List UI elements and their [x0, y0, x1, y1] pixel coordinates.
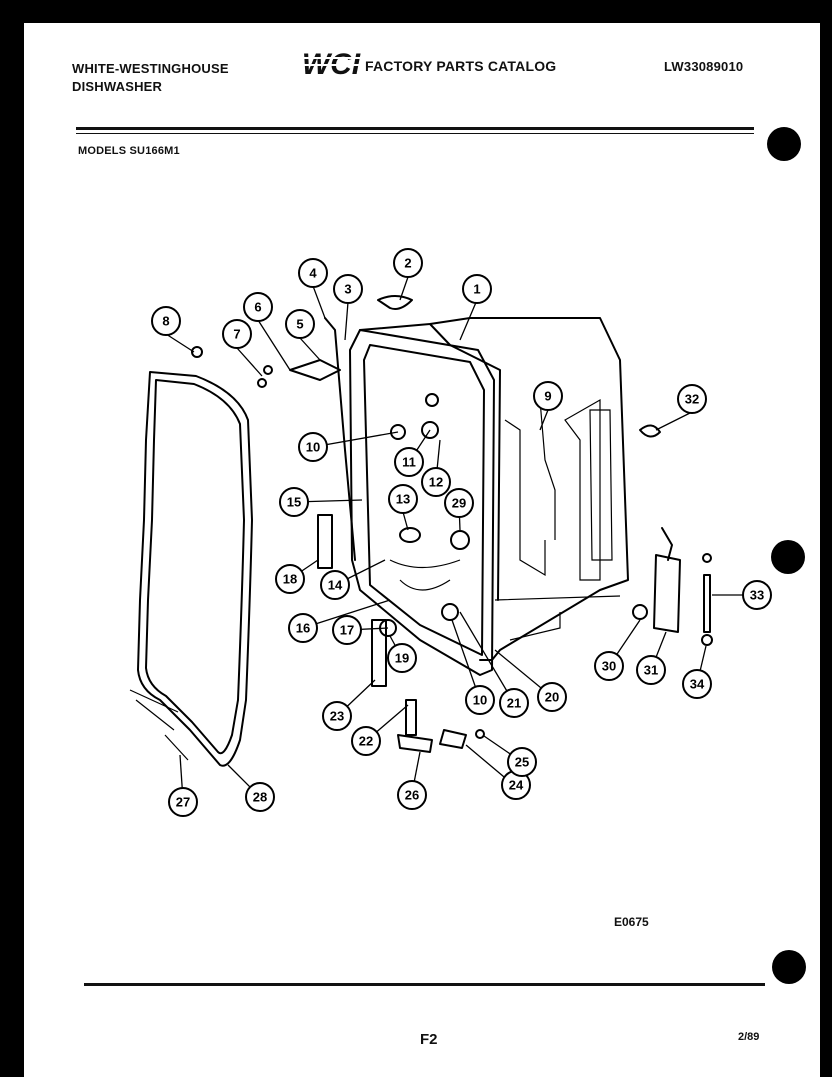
- callout-16: 16: [288, 613, 318, 643]
- brand-name: WHITE-WESTINGHOUSE: [72, 61, 229, 76]
- callout-7: 7: [222, 319, 252, 349]
- callout-1: 1: [462, 274, 492, 304]
- svg-text:5: 5: [296, 317, 303, 332]
- callout-28: 28: [245, 782, 275, 812]
- svg-text:17: 17: [340, 623, 354, 638]
- tub-assembly: [349, 317, 629, 676]
- callout-2: 2: [393, 248, 423, 278]
- svg-text:14: 14: [328, 578, 343, 593]
- svg-text:25: 25: [515, 755, 529, 770]
- svg-text:6: 6: [254, 300, 261, 315]
- svg-text:21: 21: [507, 696, 521, 711]
- svg-text:7: 7: [233, 327, 240, 342]
- svg-text:24: 24: [509, 778, 524, 793]
- callout-34: 34: [682, 669, 712, 699]
- svg-text:15: 15: [287, 495, 301, 510]
- svg-text:30: 30: [602, 659, 616, 674]
- svg-text:34: 34: [690, 677, 705, 692]
- svg-text:3: 3: [344, 282, 351, 297]
- callout-3: 3: [333, 274, 363, 304]
- svg-text:16: 16: [296, 621, 310, 636]
- callout-14: 14: [320, 570, 350, 600]
- callout-10: 10: [298, 432, 328, 462]
- callout-29: 29: [444, 488, 474, 518]
- callout-11: 11: [394, 447, 424, 477]
- part-number: LW33089010: [664, 59, 744, 74]
- callout-8: 8: [151, 306, 181, 336]
- svg-text:4: 4: [309, 266, 317, 281]
- wci-logo: WCI: [302, 48, 361, 80]
- svg-text:26: 26: [405, 788, 419, 803]
- svg-text:11: 11: [402, 455, 416, 470]
- callout-31: 31: [636, 655, 666, 685]
- catalog-title: FACTORY PARTS CATALOG: [365, 58, 557, 74]
- callout-22: 22: [351, 726, 381, 756]
- svg-text:33: 33: [750, 588, 764, 603]
- svg-text:2: 2: [404, 256, 411, 271]
- svg-text:27: 27: [176, 795, 190, 810]
- svg-text:10: 10: [473, 693, 487, 708]
- svg-text:19: 19: [395, 651, 409, 666]
- date-code: 2/89: [738, 1031, 760, 1043]
- svg-text:32: 32: [685, 392, 699, 407]
- callout-10-lower: 10: [465, 685, 495, 715]
- callout-17: 17: [332, 615, 362, 645]
- callout-20: 20: [537, 682, 567, 712]
- callout-27: 27: [168, 787, 198, 817]
- header-rule: [76, 127, 754, 130]
- svg-text:28: 28: [253, 790, 267, 805]
- callout-18: 18: [275, 564, 305, 594]
- product-type: DISHWASHER: [72, 79, 163, 94]
- svg-text:8: 8: [162, 314, 169, 329]
- svg-text:20: 20: [545, 690, 559, 705]
- svg-text:18: 18: [283, 572, 297, 587]
- svg-text:10: 10: [306, 440, 320, 455]
- callout-25: 25: [507, 747, 537, 777]
- callout-19: 19: [387, 643, 417, 673]
- callout-13: 13: [388, 484, 418, 514]
- callout-6: 6: [243, 292, 273, 322]
- svg-text:9: 9: [544, 389, 551, 404]
- binder-hole-top: [767, 127, 801, 161]
- binder-hole-bottom: [772, 950, 806, 984]
- svg-text:13: 13: [396, 492, 410, 507]
- callout-26: 26: [397, 780, 427, 810]
- svg-text:1: 1: [473, 282, 480, 297]
- svg-text:29: 29: [452, 496, 466, 511]
- callout-9: 9: [533, 381, 563, 411]
- svg-text:22: 22: [359, 734, 373, 749]
- callout-21: 21: [499, 688, 529, 718]
- callout-5: 5: [285, 309, 315, 339]
- footer-rule: [84, 983, 765, 986]
- callout-30: 30: [594, 651, 624, 681]
- door-gasket: [129, 346, 253, 767]
- callout-labels: 1 2 3 4 5 6 7 8 9 10 11 12 13 14 15 16 1…: [151, 248, 772, 817]
- small-parts: [257, 295, 713, 753]
- svg-text:12: 12: [429, 475, 443, 490]
- binder-hole-middle: [771, 540, 805, 574]
- header-rule-thin: [76, 133, 754, 134]
- callout-4: 4: [298, 258, 328, 288]
- callout-12: 12: [421, 467, 451, 497]
- callout-15: 15: [279, 487, 309, 517]
- page-code: F2: [420, 1031, 438, 1048]
- callout-33: 33: [742, 580, 772, 610]
- svg-text:23: 23: [330, 709, 344, 724]
- svg-text:31: 31: [644, 663, 658, 678]
- models-label: MODELS SU166M1: [78, 145, 180, 157]
- diagram-code: E0675: [614, 915, 649, 929]
- callout-23: 23: [322, 701, 352, 731]
- callout-32: 32: [677, 384, 707, 414]
- paper-sheet: [24, 23, 820, 1077]
